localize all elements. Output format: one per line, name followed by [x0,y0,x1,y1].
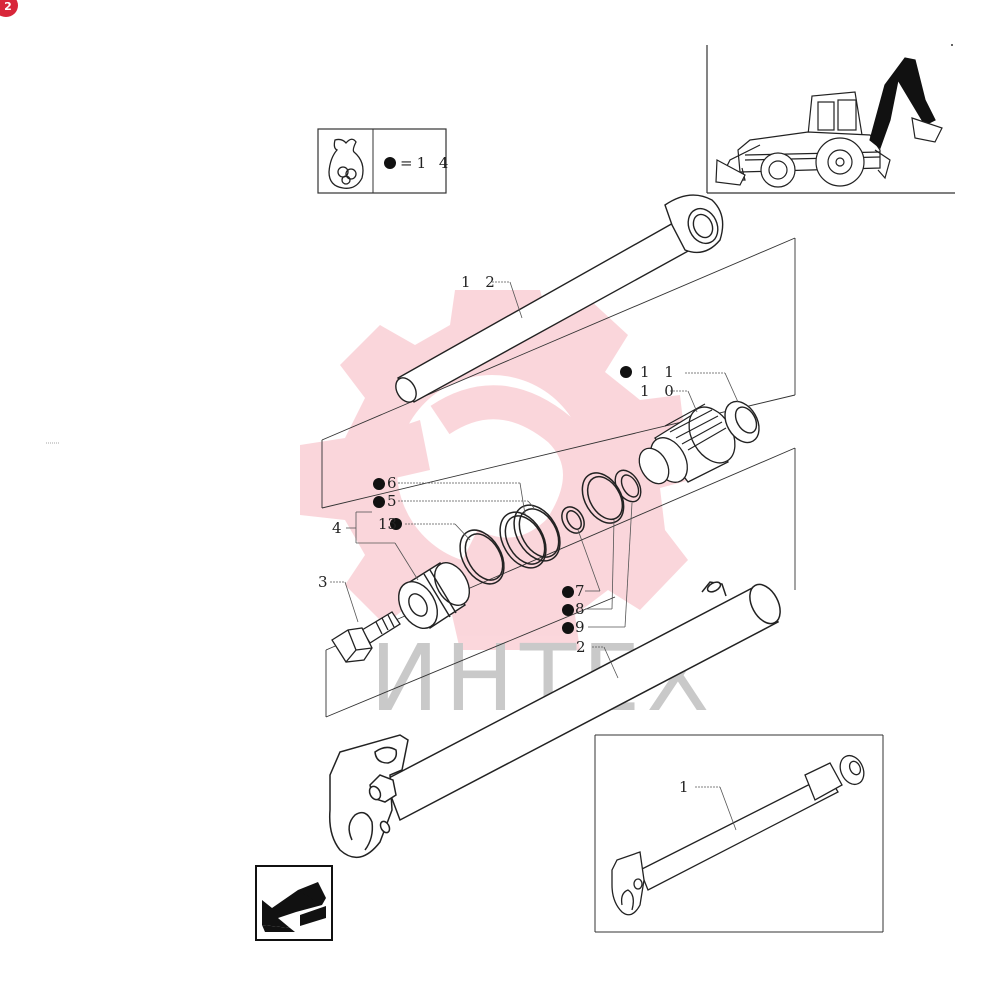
part-piston [397,562,471,629]
label-part-5: 5 [387,492,397,510]
backhoe-loader-icon [715,57,943,188]
label-part-10: 1 0 [640,382,679,400]
label-part-6: 6 [387,474,402,492]
assembly-frames [321,237,796,718]
part-oring-small [561,506,585,534]
complete-cylinder-inset [594,734,884,933]
label-part-11: 1 1 [640,363,679,381]
label-part-7: 7 [575,582,590,600]
part-bolt [331,611,401,663]
page-badge: 2 [0,0,18,17]
label-part-4: 4 [332,519,347,537]
label-part-3: 3 [318,573,333,591]
part-ring-13 [459,529,505,585]
part-cylinder-barrel [328,581,781,859]
part-gland-head [638,403,736,485]
leader-lines [330,281,739,831]
label-part-2: 2 [576,638,591,656]
kit-bullet-icon [384,157,396,169]
seal-kit-bag-icon [328,138,364,189]
seal-kit-box: =1 4 [317,128,452,194]
label-part-9: 9 [575,618,590,636]
machine-thumbnail [706,44,955,194]
previous-page-arrow-icon[interactable] [255,865,333,941]
label-part-12: 1 2 [461,273,500,291]
label-part-13: 13 [378,515,397,533]
kit-part-bullets [373,366,632,634]
part-piston-seals [499,504,561,569]
label-part-8: 8 [575,600,590,618]
label-part-1: 1 [679,778,694,796]
part-wiper-ring [724,400,760,444]
kit-equals-label: =1 4 [400,154,452,172]
part-oring-large [581,472,625,524]
part-piston-rod [395,194,724,403]
